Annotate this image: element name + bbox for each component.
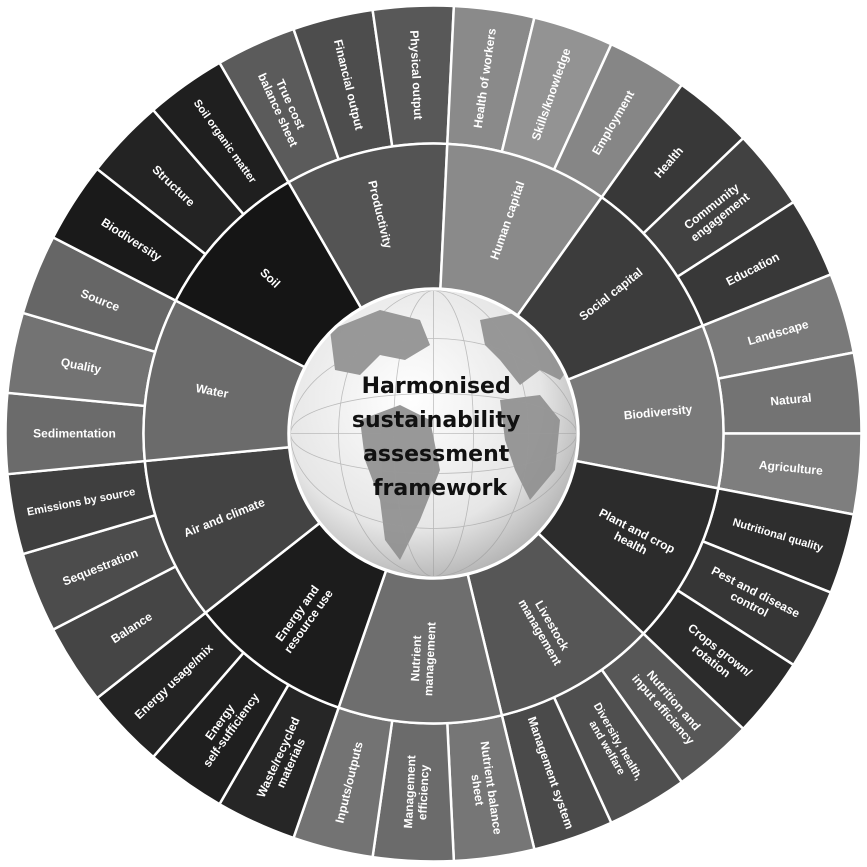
title-line: sustainability <box>352 408 521 433</box>
title-line: Harmonised <box>362 374 511 399</box>
indicator-label-line: Management <box>401 755 418 829</box>
indicator-label: Natural <box>770 391 812 409</box>
globe-grid <box>290 290 577 577</box>
theme-label-line: Biodiversity <box>623 402 693 422</box>
indicator-label-line: Natural <box>770 391 812 409</box>
theme-label-line: Water <box>195 381 230 401</box>
indicator-label: Physical output <box>407 30 425 120</box>
indicator-label-line: sheet <box>468 773 486 806</box>
indicator-label: Managementefficiency <box>401 755 432 830</box>
theme-label-line: Nutrient <box>408 635 424 682</box>
indicator-label: Agriculture <box>758 458 823 478</box>
globe-image <box>288 288 579 579</box>
title-line: assessment <box>363 442 510 467</box>
indicator-label-line: Physical output <box>407 30 425 120</box>
theme-label: Water <box>195 381 230 401</box>
theme-label: Biodiversity <box>623 402 693 422</box>
indicator-label-line: Sedimentation <box>33 427 116 441</box>
theme-label-line: management <box>421 622 439 697</box>
indicator-label: Sedimentation <box>33 427 116 441</box>
indicator-label-line: efficiency <box>415 764 432 820</box>
indicator-label-line: Agriculture <box>758 458 823 478</box>
globe-land <box>330 310 575 560</box>
center-title: Harmonised sustainability assessment fra… <box>352 374 528 501</box>
theme-label: Nutrientmanagement <box>407 621 438 696</box>
title-line: framework <box>373 476 508 501</box>
